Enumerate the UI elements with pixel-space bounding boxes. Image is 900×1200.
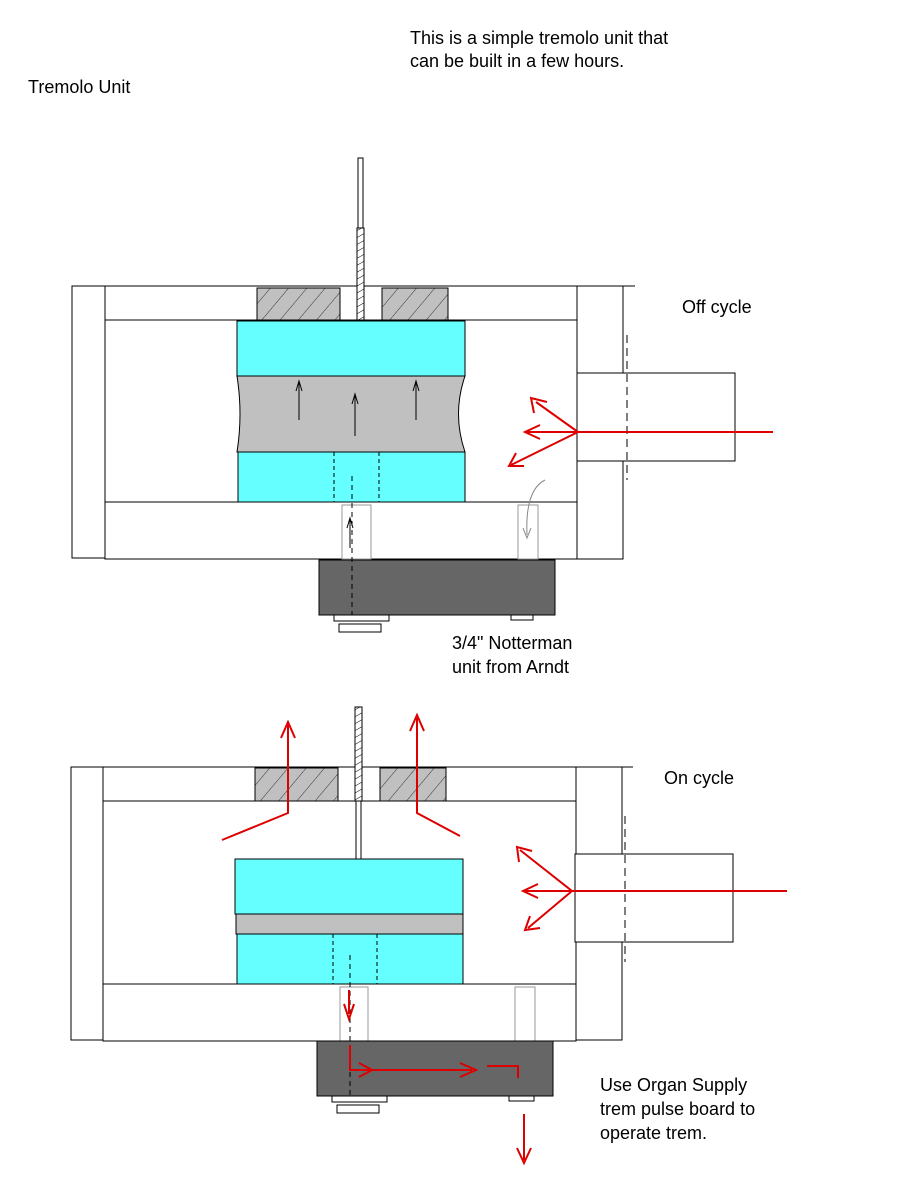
notterman-magnet bbox=[316, 1040, 554, 1097]
channel-right bbox=[517, 504, 539, 560]
valve-rod-threaded bbox=[354, 706, 363, 802]
intro-line-2: can be built in a few hours. bbox=[410, 51, 625, 71]
intro-line-1: This is a simple tremolo unit that bbox=[410, 28, 669, 48]
bellows-leather bbox=[235, 913, 464, 935]
case-bottom-board bbox=[104, 501, 578, 560]
on-cycle-label: On cycle bbox=[664, 768, 735, 788]
on-cycle-diagram bbox=[70, 706, 734, 1114]
case-top-board bbox=[102, 766, 577, 802]
outlet-pipe bbox=[574, 853, 734, 943]
magnet-label-line-2: unit from Arndt bbox=[452, 657, 570, 677]
case-top-board bbox=[104, 285, 578, 321]
diagram-title: Tremolo Unit bbox=[28, 77, 131, 97]
notterman-magnet bbox=[318, 559, 556, 616]
weight-right bbox=[379, 767, 447, 802]
bellows-top-board bbox=[234, 858, 464, 915]
weight-left bbox=[256, 287, 341, 321]
valve-rod bbox=[357, 157, 364, 229]
case-left-wall bbox=[71, 285, 106, 559]
bellows-leather bbox=[236, 375, 466, 453]
channel-right bbox=[514, 986, 536, 1042]
channel-left bbox=[339, 986, 369, 1042]
outlet-pipe bbox=[576, 372, 736, 462]
bellows-top-board bbox=[236, 320, 466, 377]
magnet-label-line-1: 3/4" Notterman bbox=[452, 633, 573, 653]
channel-left bbox=[341, 504, 372, 560]
case-left-wall bbox=[70, 766, 104, 1041]
on-cycle-airflow-arrows bbox=[221, 712, 787, 1166]
weight-right bbox=[381, 287, 449, 321]
pulse-board-line-2: trem pulse board to bbox=[600, 1099, 756, 1119]
pulse-board-line-3: operate trem. bbox=[600, 1123, 708, 1143]
valve-rod-threaded bbox=[356, 227, 365, 321]
off-cycle-diagram bbox=[71, 157, 736, 633]
off-cycle-label: Off cycle bbox=[682, 297, 752, 317]
off-cycle-airflow-arrows bbox=[507, 396, 773, 467]
weight-left bbox=[254, 767, 339, 802]
pulse-board-line-1: Use Organ Supply bbox=[600, 1075, 748, 1095]
